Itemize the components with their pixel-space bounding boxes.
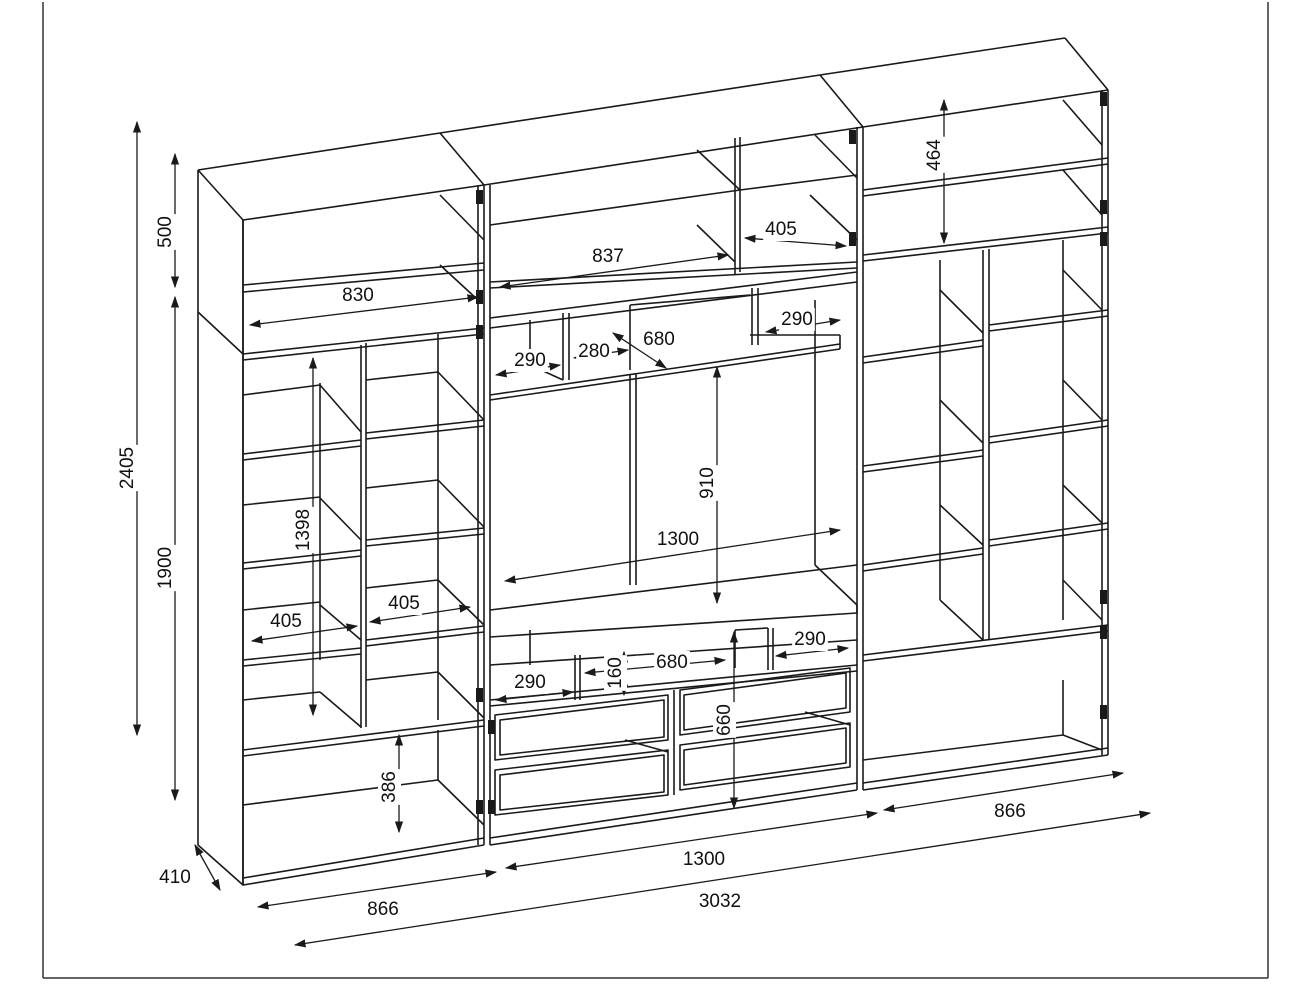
dim-label-center-top-shelf-width: 837 — [592, 246, 624, 267]
label-backing — [779, 308, 815, 332]
dim-label-center-upper-small-niche: 280 — [578, 341, 610, 362]
label-backing — [641, 328, 677, 352]
wall-unit-outline — [197, 37, 1109, 886]
dim-label-left-width: 866 — [367, 899, 399, 920]
dim-label-tv-opening-width: 1300 — [657, 529, 699, 550]
hinge-marks — [476, 92, 1107, 814]
label-backing — [654, 528, 702, 552]
label-backing — [590, 245, 626, 269]
label-backing — [654, 651, 690, 675]
dim-label-center-lower-middle-niche: 680 — [656, 652, 688, 673]
label-backing — [604, 655, 628, 691]
center-module — [439, 74, 864, 846]
dim-label-center-upper-right-niche: 290 — [781, 309, 813, 330]
dimension-labels: 2405 500 1900 410 866 1300 866 3032 830 837 405 464… — [116, 136, 1028, 922]
page-frame — [42, 2, 1269, 979]
dim-label-left-bottom-height: 386 — [379, 771, 400, 803]
dim-label-center-upper-middle-niche: 680 — [643, 329, 675, 350]
label-backing — [292, 506, 316, 554]
label-backing — [386, 592, 422, 616]
dim-line-left-top-shelf-width — [248, 294, 480, 328]
dim-line-right-width — [882, 770, 1125, 813]
dim-label-center-width: 1300 — [683, 849, 725, 870]
label-backing — [157, 866, 193, 890]
dim-label-left-niche-width-a: 405 — [270, 611, 302, 632]
label-backing — [512, 349, 548, 373]
label-backing — [154, 544, 178, 592]
dim-line-center-lower-right-niche — [774, 645, 850, 659]
label-backing — [696, 465, 720, 501]
label-backing — [378, 769, 402, 805]
label-backing — [923, 136, 947, 173]
label-backing — [696, 890, 744, 914]
dim-label-left-top-shelf-width: 830 — [342, 285, 374, 306]
dim-label-depth: 410 — [159, 867, 191, 888]
dim-line-depth — [194, 843, 221, 892]
dim-label-left-niche-width-b: 405 — [388, 593, 420, 614]
dim-label-total-width: 3032 — [699, 891, 741, 912]
dim-line-tv-opening-width — [503, 527, 842, 584]
dim-line-center-top-right-width — [743, 234, 848, 250]
dim-label-left-compartment-height: 1398 — [293, 509, 314, 551]
dim-label-center-upper-left-niche: 290 — [514, 350, 546, 371]
label-backing — [792, 628, 828, 652]
dim-label-center-lower-left-niche: 290 — [514, 672, 546, 693]
dim-label-total-height: 2405 — [117, 447, 138, 489]
dim-label-lower-module-height: 1900 — [155, 547, 176, 589]
label-backing — [992, 800, 1028, 824]
dim-label-center-top-right-width: 405 — [765, 219, 797, 240]
label-backing — [680, 848, 728, 872]
dim-line-total-width — [293, 810, 1152, 948]
dim-line-center-lower-left-niche — [494, 689, 575, 703]
label-backing — [365, 898, 401, 922]
dim-line-center-upper-middle-niche — [612, 332, 667, 369]
dim-line-left-niche-width-a — [250, 623, 359, 644]
dim-label-center-lower-right-niche: 290 — [794, 629, 826, 650]
label-backing — [116, 444, 140, 492]
label-backing — [512, 671, 548, 695]
dim-label-drawer-block-height: 660 — [714, 704, 735, 736]
label-backing — [763, 218, 799, 242]
label-backing — [340, 284, 376, 308]
dim-label-right-width: 866 — [994, 801, 1026, 822]
label-backing — [268, 610, 304, 634]
left-tower — [197, 132, 485, 886]
dim-label-tv-opening-height: 910 — [697, 467, 718, 499]
dim-label-center-lower-small-height: 160 — [605, 657, 626, 689]
dim-label-top-module-height: 500 — [155, 216, 176, 248]
dim-line-center-top-shelf-width — [498, 252, 730, 290]
dim-label-right-top-height: 464 — [924, 139, 945, 171]
label-backing — [154, 214, 178, 250]
label-backing — [713, 702, 737, 738]
label-backing — [576, 340, 612, 364]
